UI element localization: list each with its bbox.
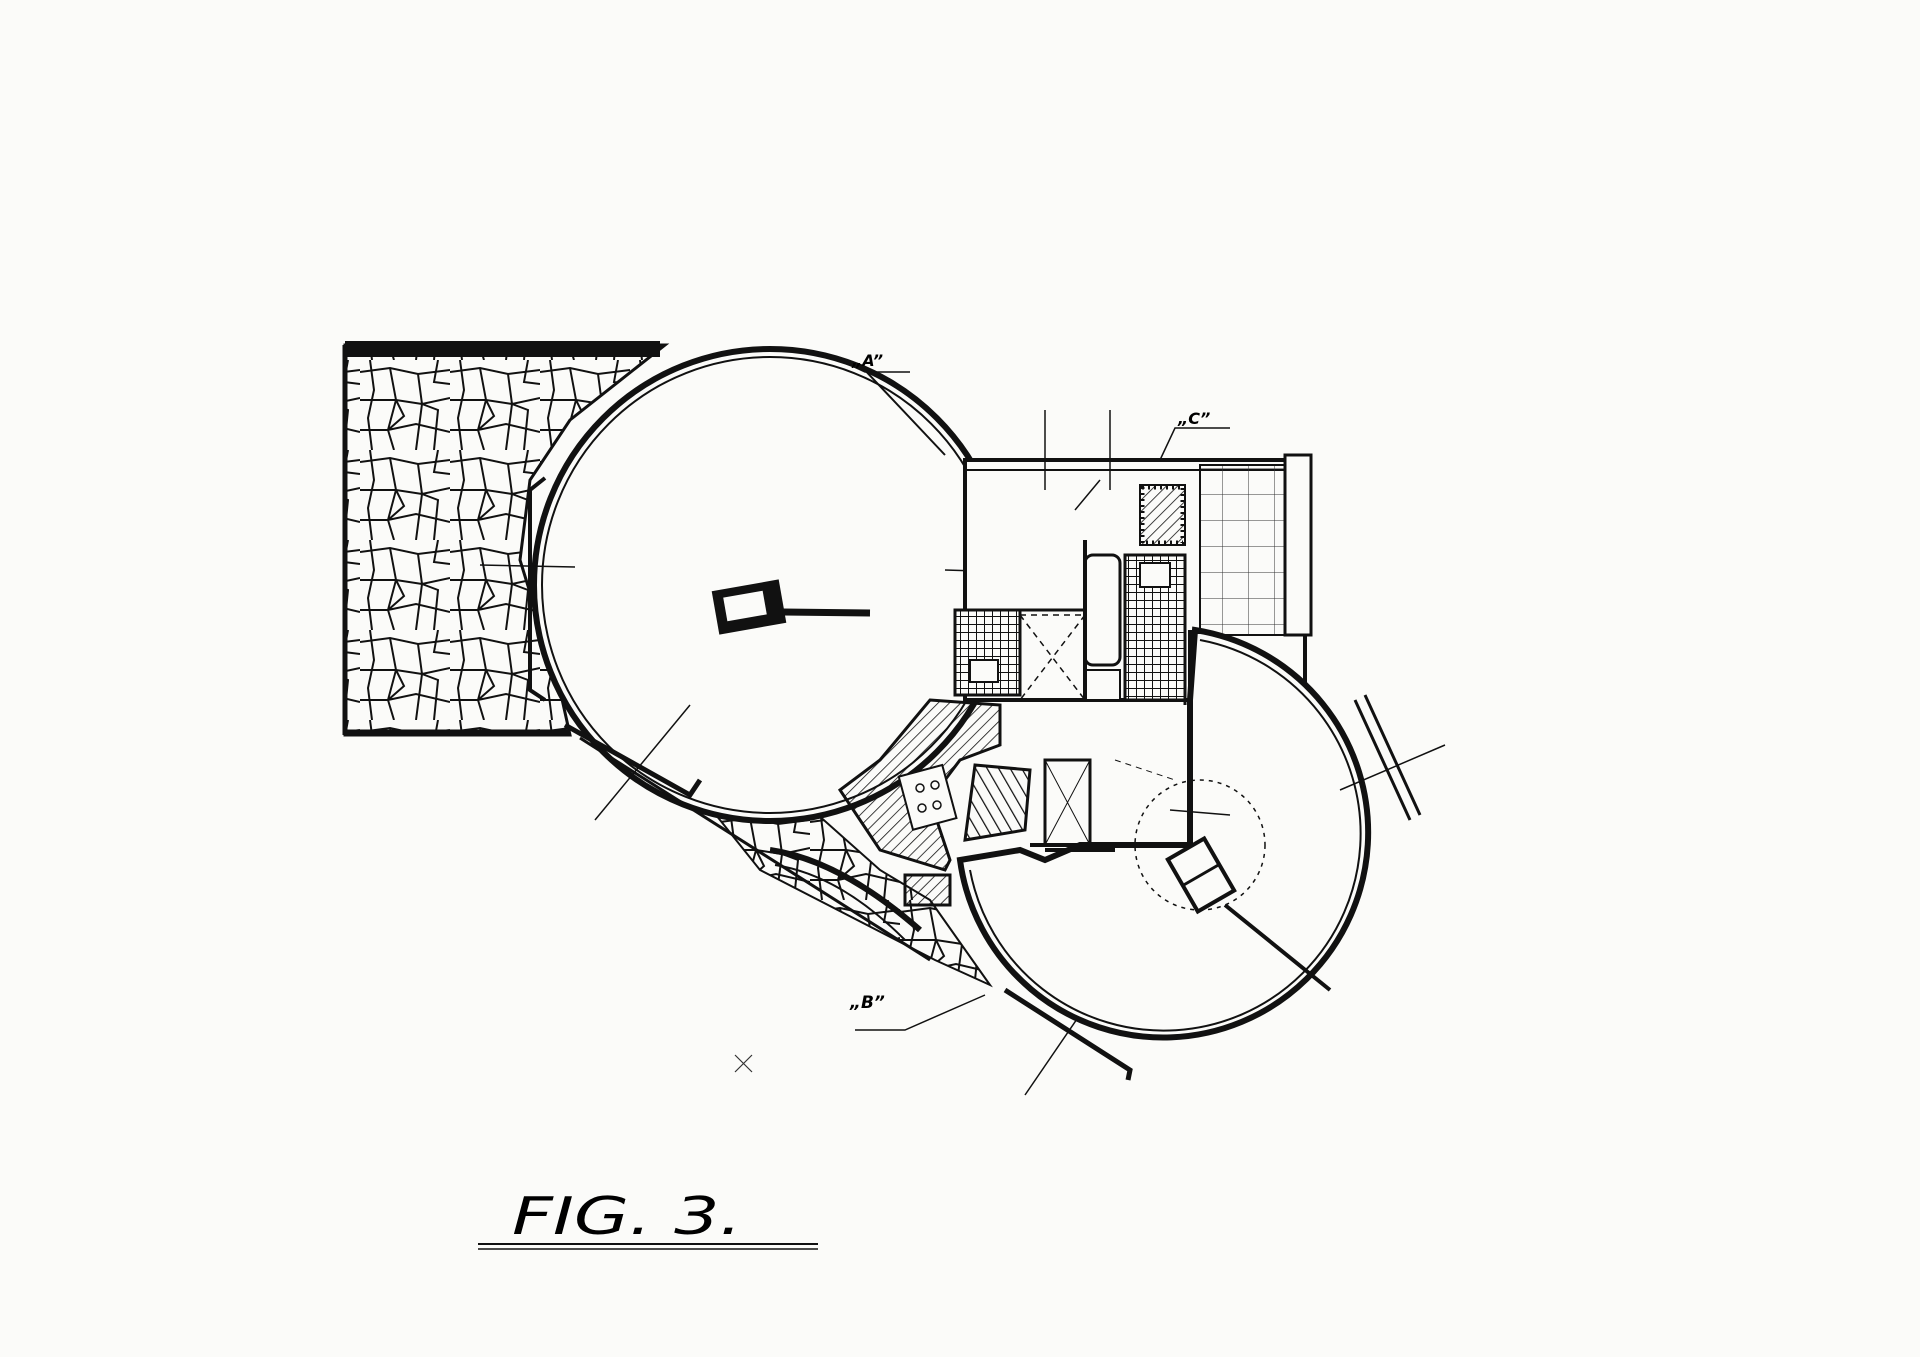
paved-terrace: [342, 341, 670, 737]
figure-caption: FIG. 3.: [478, 1187, 818, 1250]
curved-entry-wall: [769, 847, 922, 933]
svg-text:„C”: „C”: [1177, 409, 1210, 428]
radiator: [1139, 484, 1186, 546]
svg-text:„A”: „A”: [851, 351, 883, 370]
wc: [969, 659, 999, 683]
radial-partition: [1223, 903, 1332, 992]
section-marker-b: „B”: [849, 993, 986, 1031]
fireplace-wall: [782, 608, 871, 617]
bathtub: [1083, 553, 1122, 667]
caption-text: FIG. 3.: [512, 1187, 742, 1247]
svg-text:„B”: „B”: [849, 993, 885, 1013]
registration-mark: [734, 1054, 753, 1073]
angled-glass-wall: [563, 704, 1133, 1096]
staircase: [963, 763, 1032, 842]
west-window-bay: [528, 476, 547, 702]
kitchen-stair-core: [769, 698, 1125, 941]
round-bedroom: [956, 626, 1446, 1041]
entrance-cabinet: [903, 873, 952, 907]
section-marker-a: „A”: [849, 351, 910, 373]
tiled-balcony: [1199, 464, 1301, 636]
wash-basin: [1139, 562, 1171, 588]
terrace-wall-band: [345, 341, 660, 357]
stove: [897, 763, 958, 831]
section-marker-c: „C”: [1159, 409, 1230, 461]
service-block: [953, 410, 1313, 705]
